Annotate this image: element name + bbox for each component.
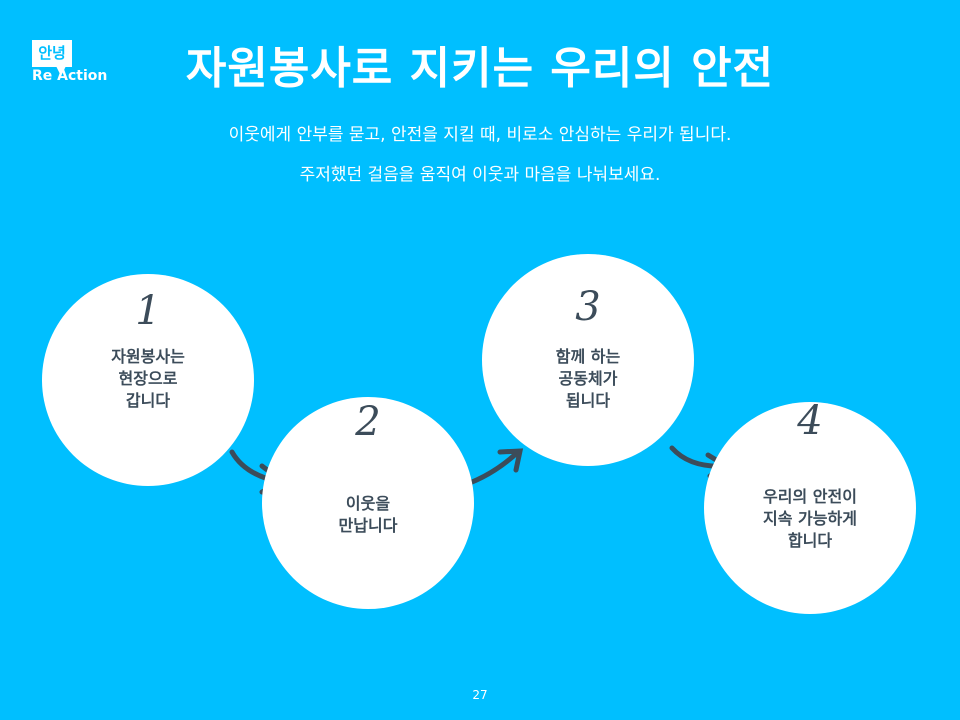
slide-title: 자원봉사로 지키는 우리의 안전 — [185, 43, 775, 94]
subtitle-line-2: 주저했던 걸음을 움직여 이웃과 마음을 나눠보세요. — [299, 165, 661, 185]
step-number: 3 — [575, 284, 601, 330]
step-text: 우리의 안전이 지속 가능하게 합니다 — [763, 487, 857, 550]
logo-bubble: 안녕 — [32, 40, 72, 67]
step-number: 1 — [135, 288, 161, 334]
step-number: 4 — [797, 398, 823, 444]
step-3-circle: 3 함께 하는 공동체가 됩니다 — [482, 254, 694, 466]
step-number: 2 — [355, 399, 381, 445]
logo-word: Re Action — [32, 68, 108, 84]
step-1-circle: 1 자원봉사는 현장으로 갑니다 — [42, 274, 254, 486]
page-number: 27 — [472, 688, 488, 702]
logo-bubble-tail — [56, 66, 66, 76]
step-4-circle: 4 우리의 안전이 지속 가능하게 합니다 — [704, 398, 916, 614]
subtitle-line-1: 이웃에게 안부를 묻고, 안전을 지킬 때, 비로소 안심하는 우리가 됩니다. — [228, 125, 732, 145]
step-text: 자원봉사는 현장으로 갑니다 — [111, 347, 185, 410]
step-text: 함께 하는 공동체가 됩니다 — [555, 347, 621, 410]
step-2-circle: 2 이웃을 만납니다 — [262, 397, 474, 609]
step-text: 이웃을 만납니다 — [338, 494, 398, 535]
